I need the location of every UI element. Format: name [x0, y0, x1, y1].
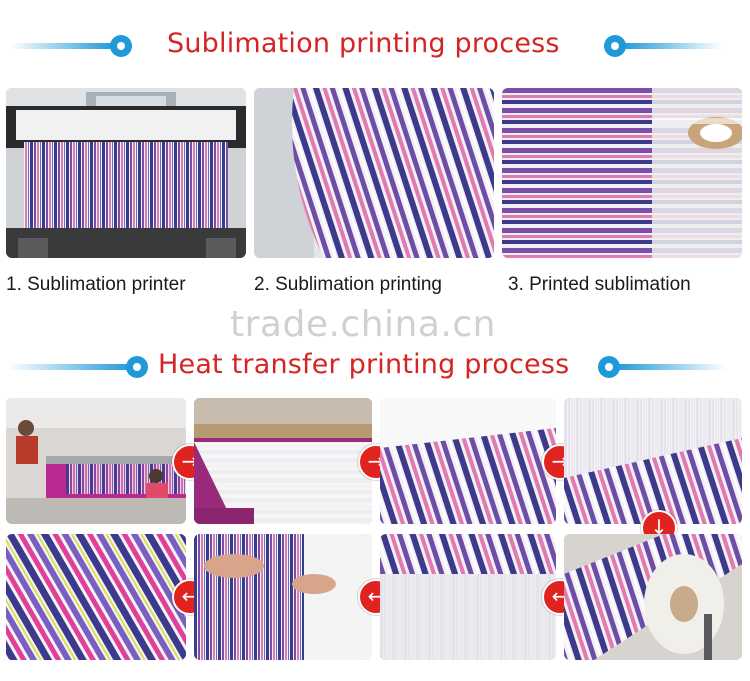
sublimation-section-title: Sublimation printing process: [167, 28, 560, 59]
heat-transfer-step-6-photo: [380, 534, 556, 660]
heat-transfer-step-8-photo: [6, 534, 186, 660]
caption-printed-sublimation: 3. Printed sublimation: [508, 274, 691, 295]
heat-transfer-section-title: Heat transfer printing process: [158, 349, 570, 380]
title-decoration-left: [10, 34, 132, 58]
heat-transfer-step-2-photo: [194, 398, 372, 524]
title-decoration-right: [604, 34, 724, 58]
title-decoration-right: [598, 355, 728, 379]
caption-sublimation-printing: 2. Sublimation printing: [254, 274, 442, 295]
sublimation-printer-photo: [6, 88, 246, 258]
watermark: trade.china.cn: [230, 304, 496, 345]
heat-transfer-step-1-photo: [6, 398, 186, 524]
heat-transfer-step-7-photo: [194, 534, 372, 660]
printed-sublimation-photo: [502, 88, 742, 258]
sublimation-printing-photo: [254, 88, 494, 258]
heat-transfer-step-5-photo: [564, 534, 742, 660]
title-decoration-left: [8, 355, 148, 379]
heat-transfer-step-3-photo: [380, 398, 556, 524]
heat-transfer-step-4-photo: [564, 398, 742, 524]
caption-sublimation-printer: 1. Sublimation printer: [6, 274, 186, 295]
